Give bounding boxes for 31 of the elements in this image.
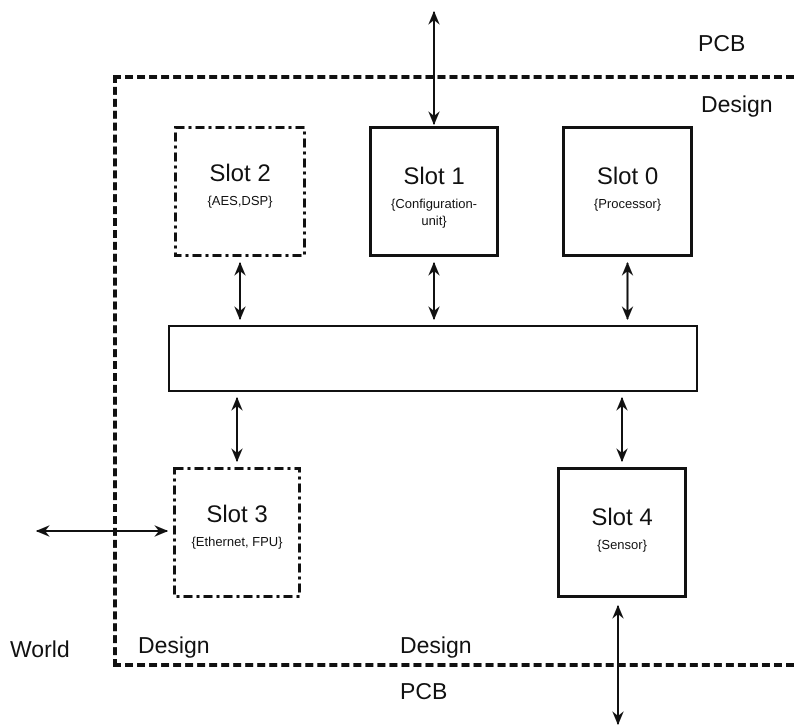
double-arrow (616, 396, 628, 462)
double-arrow (36, 525, 168, 537)
slot-description: {Ethernet, FPU} (190, 533, 284, 550)
slot-title: Slot 4 (591, 504, 653, 532)
design-region (113, 75, 794, 667)
region-label: Design (138, 632, 210, 659)
slot-box (173, 467, 301, 598)
slot-title: Slot 1 (403, 163, 465, 191)
double-arrow (612, 604, 624, 726)
double-arrow (234, 262, 246, 320)
slot-title: Slot 2 (209, 160, 271, 188)
slot-box (562, 126, 693, 257)
slot-box (557, 467, 687, 598)
slot-box (174, 126, 306, 257)
double-arrow (622, 262, 634, 320)
bus-bar (168, 325, 698, 392)
double-arrow (428, 10, 440, 126)
slot-description: {Processor} (592, 195, 662, 212)
region-label: Design (701, 91, 773, 118)
region-label: PCB (400, 678, 448, 705)
region-label: Design (400, 632, 472, 659)
slot-description: {AES,DSP} (206, 192, 274, 209)
region-label: PCB (698, 30, 746, 57)
slot-title: Slot 3 (206, 501, 268, 529)
slot-description: {Sensor} (596, 536, 648, 553)
slot-title: Slot 0 (596, 163, 658, 191)
slot-box (369, 126, 499, 257)
slot-description: {Configuration-unit} (390, 195, 478, 229)
double-arrow (428, 262, 440, 320)
region-label: World (10, 636, 70, 663)
double-arrow (231, 396, 243, 462)
